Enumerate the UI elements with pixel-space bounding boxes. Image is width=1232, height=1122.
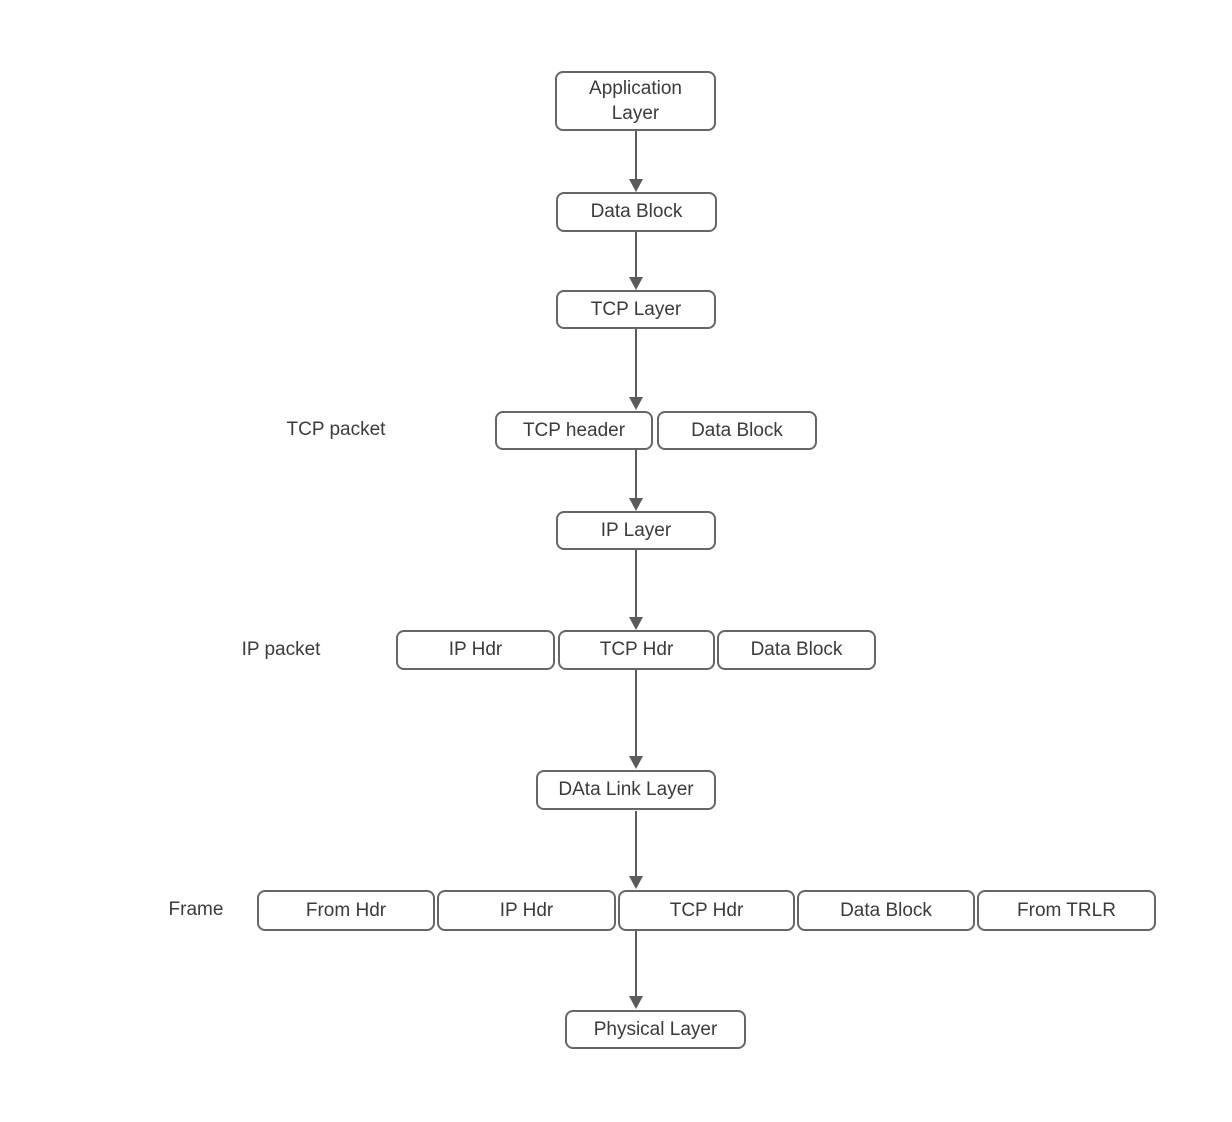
label-tcp-packet: TCP packet: [286, 419, 386, 440]
label-frame: Frame: [168, 899, 224, 920]
arrow-head-icon: [629, 397, 643, 410]
segment-ip-hdr: IP Hdr: [396, 630, 555, 670]
arrow-shaft: [635, 811, 637, 878]
arrow-datalink-to-frame: [629, 811, 643, 889]
segment-data-block: Data Block: [717, 630, 876, 670]
arrow-head-icon: [629, 179, 643, 192]
arrow-ippacket-to-datalink: [629, 670, 643, 769]
segment-tcp-hdr: TCP Hdr: [618, 890, 795, 931]
arrow-shaft: [635, 550, 637, 619]
arrow-head-icon: [629, 876, 643, 889]
arrow-shaft: [635, 232, 637, 279]
arrow-head-icon: [629, 498, 643, 511]
node-tcp-layer: TCP Layer: [556, 290, 716, 329]
node-data-link-layer: DAta Link Layer: [536, 770, 716, 810]
label-ip-packet: IP packet: [241, 639, 321, 660]
segment-tcp-header: TCP header: [495, 411, 653, 450]
segment-from-trlr: From TRLR: [977, 890, 1156, 931]
segment-data-block: Data Block: [657, 411, 817, 450]
node-ip-layer: IP Layer: [556, 511, 716, 550]
segment-from-hdr: From Hdr: [257, 890, 435, 931]
arrow-shaft: [635, 931, 637, 998]
arrow-tcppacket-to-iplayer: [629, 450, 643, 511]
arrow-tcplayer-to-tcppacket: [629, 329, 643, 410]
arrow-head-icon: [629, 617, 643, 630]
arrow-shaft: [635, 131, 637, 181]
arrow-head-icon: [629, 756, 643, 769]
segment-data-block: Data Block: [797, 890, 975, 931]
arrow-head-icon: [629, 277, 643, 290]
arrow-head-icon: [629, 996, 643, 1009]
node-data-block: Data Block: [556, 192, 717, 232]
arrow-datablock-to-tcplayer: [629, 232, 643, 290]
arrow-shaft: [635, 670, 637, 758]
arrow-application-to-datablock: [629, 131, 643, 192]
segment-tcp-hdr: TCP Hdr: [558, 630, 715, 670]
arrow-iplayer-to-ippacket: [629, 550, 643, 630]
segment-ip-hdr: IP Hdr: [437, 890, 616, 931]
node-physical-layer: Physical Layer: [565, 1010, 746, 1049]
arrow-shaft: [635, 329, 637, 399]
node-application-layer: Application Layer: [555, 71, 716, 131]
arrow-frame-to-physical: [629, 931, 643, 1009]
arrow-shaft: [635, 450, 637, 500]
